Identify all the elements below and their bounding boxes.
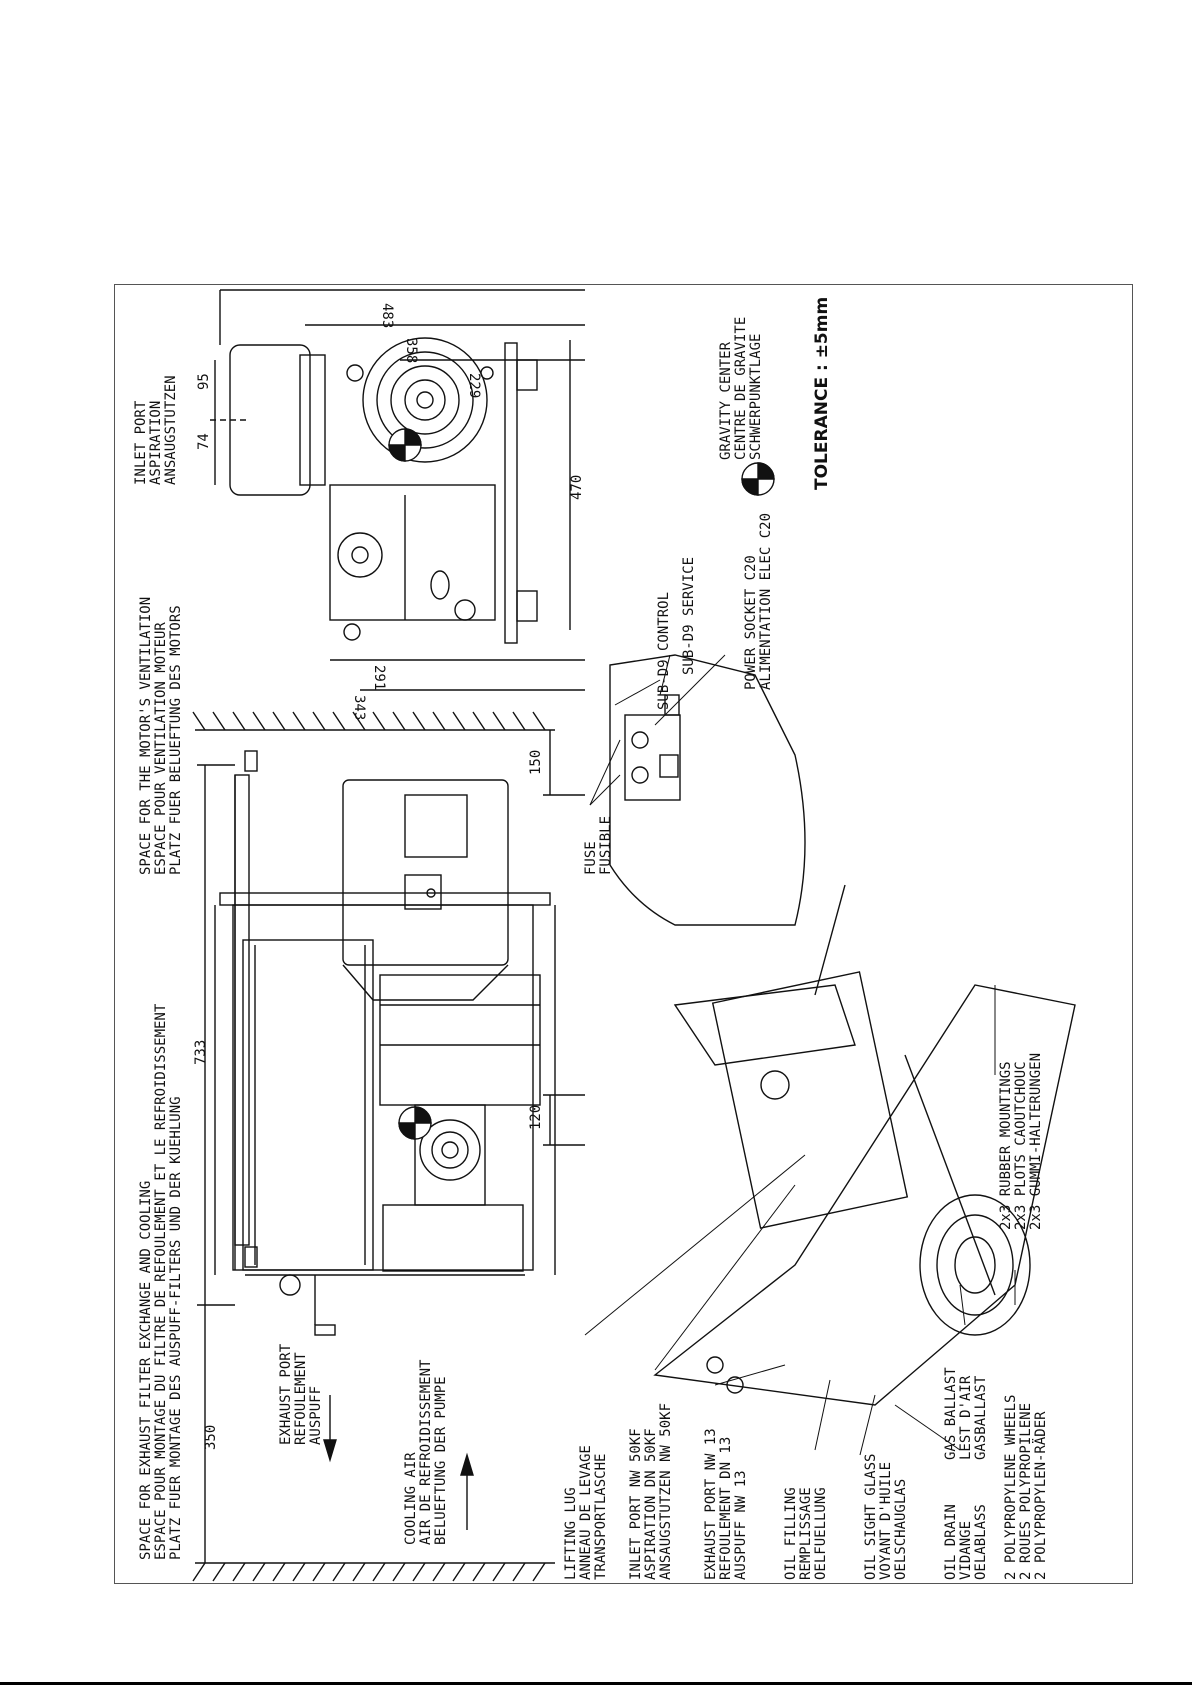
dimension-291: 291 [371,665,387,690]
note-space-motor-3: PLATZ FUER BELUEFTUNG DES MOTORS [168,605,184,875]
note-cooling-air-2: AIR DE REFROIDISSEMENT [418,1359,434,1545]
note-inlet-port-top-1: INLET PORT [133,400,149,485]
label-rubber-mountings-3: 2x3 GUMMI-HALTERUNGEN [1028,1053,1044,1230]
label-wheels-1: 2 POLYPROPYLENE WHEELS [1003,1395,1019,1580]
label-oil-filling-2: REMPLISSAGE [798,1487,814,1580]
note-exhaust-port-side-2: REFOULEMENT [293,1352,309,1445]
label-oil-drain-1: OIL DRAIN [943,1504,959,1580]
side-view-frame-bars [214,775,556,1275]
note-cooling-air-3: BELUEFTUNG DER PUMPE [433,1376,449,1545]
label-oil-sight-glass-3: OELSCHAUGLAS [893,1479,909,1580]
dimension-350: 350 [203,1425,219,1450]
dimension-358: 358 [403,338,419,363]
isometric-pump [653,884,1076,1406]
page-bottom-rule [0,1682,1192,1685]
note-space-exhaust-3: PLATZ FUER MONTAGE DES AUSPUFF-FILTERS U… [168,1096,184,1560]
dimension-343: 343 [351,695,367,720]
leader-lines [584,654,1016,1456]
dimension-120: 120 [528,1105,544,1130]
drawing-frame: SPACE FOR EXHAUST FILTER EXCHANGE AND CO… [114,284,1133,1584]
label-exhaust-port-2: REFOULEMENT DN 13 [718,1437,734,1580]
label-oil-filling-1: OIL FILLING [783,1487,799,1580]
label-power-socket-2: ALIMENTATION ELEC C20 [758,513,774,690]
label-inlet-port-3: ANSAUGSTUTZEN NW 50KF [658,1403,674,1580]
label-exhaust-port-1: EXHAUST PORT NW 13 [703,1428,719,1580]
cooling-arrow [460,1452,474,1530]
label-lifting-lug-2: ANNEAU DE LEVAGE [578,1445,594,1580]
note-inlet-port-top-2: ASPIRATION [148,401,164,485]
gravity-center-end [388,428,422,462]
label-power-socket-1: POWER SOCKET C20 [743,555,759,690]
exhaust-arrow [323,1395,337,1463]
label-rubber-mountings-2: 2x3 PLOTS CAOUTCHOUC [1013,1061,1029,1230]
label-fuse-1: FUSE [583,841,599,875]
note-space-motor-1: SPACE FOR THE MOTOR'S VENTILATION [138,597,154,875]
wall-left-hatch [192,1562,555,1582]
note-space-exhaust-2: ESPACE POUR MONTAGE DU FILTRE DE REFOULE… [153,1003,169,1560]
labels: SPACE FOR EXHAUST FILTER EXCHANGE AND CO… [133,297,1049,1580]
label-gas-ballast-2: LEST D'AIR [958,1375,974,1460]
note-space-motor-2: ESPACE POUR VENTILATION MOTEUR [153,622,169,875]
note-exhaust-port-side-3: AUSPUFF [308,1386,324,1445]
label-fuse-2: FUSIBLE [598,816,614,875]
note-exhaust-port-side-1: EXHAUST PORT [278,1343,294,1445]
label-inlet-port-1: INLET PORT NW 50KF [628,1428,644,1580]
dimension-95: 95 [196,373,212,390]
dimension-733: 733 [193,1040,209,1065]
label-exhaust-port-3: AUSPUFF NW 13 [733,1470,749,1580]
dimension-470: 470 [569,475,585,500]
label-gas-ballast-1: GAS BALLAST [943,1367,959,1460]
label-lifting-lug-3: TRANSPORTLASCHE [593,1454,609,1580]
control-panel-detail [609,654,806,926]
label-gravity-center-3: SCHWERPUNKTLAGE [748,334,764,460]
label-rubber-mountings-1: 2x3 RUBBER MOUNTINGS [998,1061,1014,1230]
note-inlet-port-top-3: ANSAUGSTUTZEN [163,375,179,485]
label-sub-d9-control: SUB-D9 CONTROL [656,592,672,710]
side-view-pump [219,750,551,1336]
label-wheels-3: 2 POLYPROPYLEN-RÄDER [1031,1411,1049,1580]
label-tolerance: TOLERANCE : ±5mm [812,297,832,490]
label-gravity-center-1: GRAVITY CENTER [718,341,734,460]
gravity-center-side [398,1106,432,1140]
label-oil-drain-2: VIDANGE [958,1521,974,1580]
gravity-center-legend-icon [741,462,775,496]
label-lifting-lug-1: LIFTING LUG [563,1487,579,1580]
end-view-pump [229,337,538,644]
label-gas-ballast-3: GASBALLAST [973,1375,989,1460]
dimension-483: 483 [379,303,395,328]
label-gravity-center-2: CENTRE DE GRAVITE [733,317,749,460]
label-wheels-2: 2 ROUES POLYPROPILENE [1018,1403,1034,1580]
note-cooling-air-1: COOLING AIR [403,1452,419,1545]
dimension-lines-end [210,289,585,691]
label-oil-filling-3: OELFUELLUNG [813,1487,829,1580]
dimension-74: 74 [196,433,212,450]
dimension-150: 150 [528,750,544,775]
note-space-exhaust-1: SPACE FOR EXHAUST FILTER EXCHANGE AND CO… [138,1181,154,1560]
label-inlet-port-2: ASPIRATION DN 50KF [643,1428,659,1580]
label-oil-sight-glass-1: OIL SIGHT GLASS [863,1454,879,1580]
wall-motor-hatch [192,711,555,731]
technical-drawing: SPACE FOR EXHAUST FILTER EXCHANGE AND CO… [133,289,1076,1582]
label-oil-drain-3: OELABLASS [973,1504,989,1580]
label-oil-sight-glass-2: VOYANT D'HUILE [878,1462,894,1580]
label-sub-d9-service: SUB-D9 SERVICE [681,557,697,675]
dimension-lines-side [197,730,585,1563]
dimension-229: 229 [466,373,482,398]
